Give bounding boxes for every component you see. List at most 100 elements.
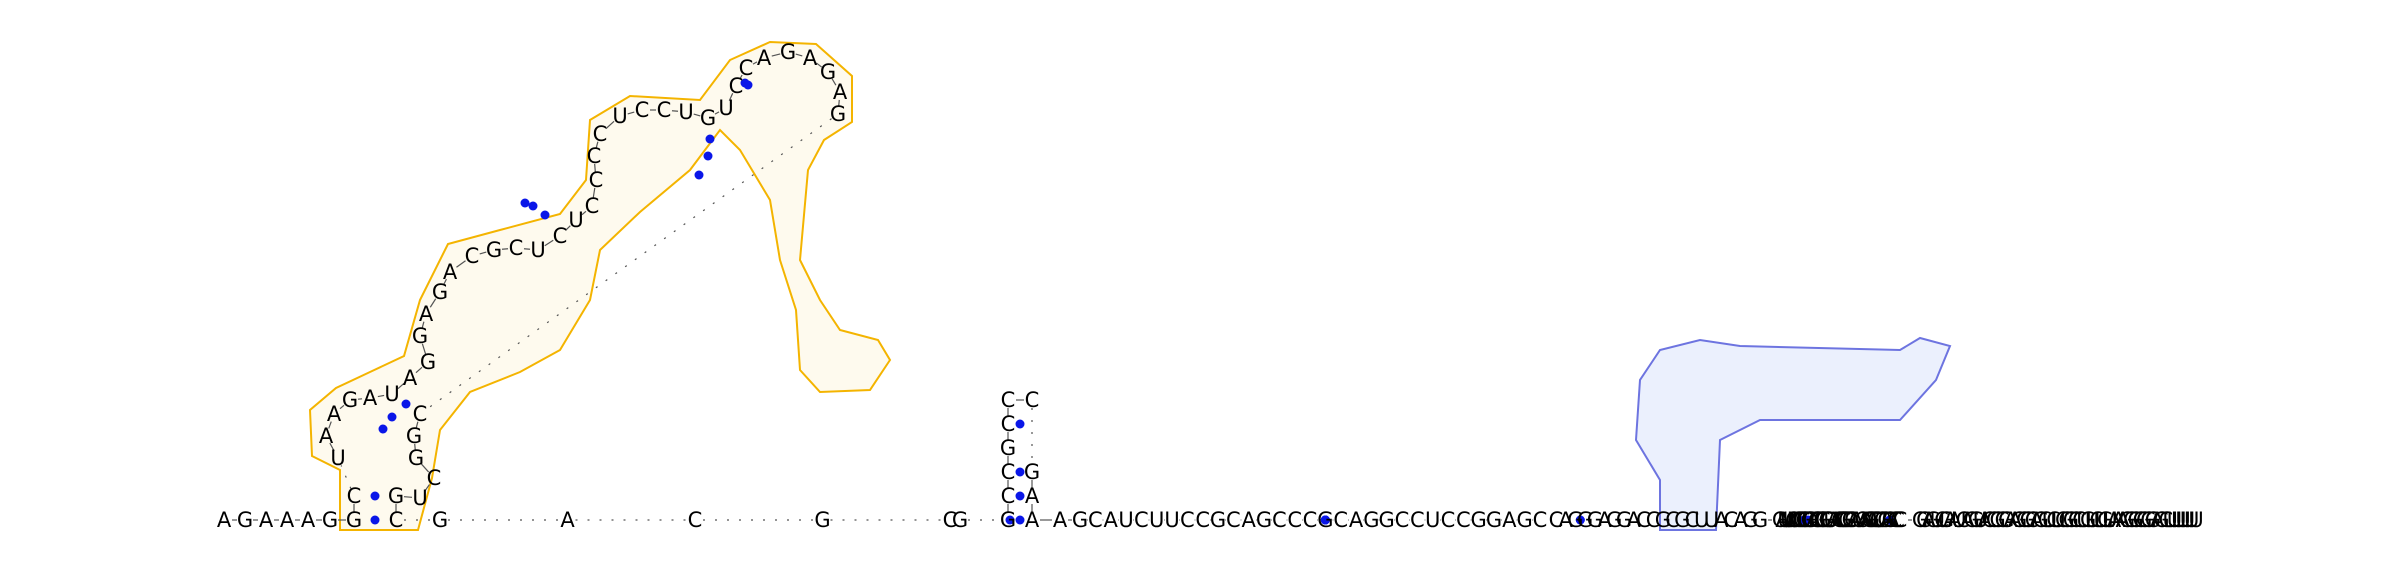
nucleotide: A [2029,508,2044,532]
nucleotide: C [1001,460,1016,484]
base-pair-dot [1885,515,1895,525]
nucleotide: U [718,96,733,120]
nucleotide: G [2020,508,2036,532]
nucleotide: A [833,80,848,104]
nucleotide: G [2080,508,2096,532]
backbone-link [565,225,571,231]
nucleotide: C [739,56,754,80]
nucleotide: C [1854,508,1869,532]
nucleotide: G [1210,508,1226,532]
nucleotide: G [1471,508,1487,532]
backbone-link [838,99,840,107]
nucleotide: U [1823,508,1838,532]
backbone-link [795,53,803,57]
nucleotide: U [2102,508,2117,532]
nucleotide: A [2008,508,2023,532]
backbone-link [693,113,701,117]
backbone-link [581,210,587,216]
nucleotide: C [2038,508,2053,532]
backbone-link [739,74,743,80]
backbone-link [501,248,509,250]
nucleotide: C [1842,508,1857,532]
base-pair-dot [694,170,704,180]
nucleotide: A [1241,508,1256,532]
nucleotide: C [1001,412,1016,436]
nucleotide: C [1456,508,1471,532]
base-pair-dot [401,399,411,409]
nucleotide: U [2167,508,2182,532]
nucleotide: G [814,508,830,532]
base-pair-dot [1015,491,1025,501]
nucleotide: C [2016,508,2031,532]
nucleotide: A [1847,508,1862,532]
nucleotide: C [2068,508,2083,532]
backbone-link [328,421,332,429]
nucleotide: G [1616,508,1632,532]
nucleotide: A [2003,508,2018,532]
backbone-link [397,382,405,390]
backbone-link [627,111,635,115]
nucleotide: A [1733,508,1748,532]
backbone-link [714,111,720,115]
nucleotide: C [1724,508,1739,532]
nucleotide: C [427,466,442,490]
nucleotide: C [1877,508,1892,532]
nucleotide: C [585,194,600,218]
nucleotide: G [2119,508,2135,532]
nucleotide: U [2171,508,2186,532]
nucleotide: U [1118,508,1133,532]
nucleotide: U [678,100,693,124]
nucleotide: C [589,168,604,192]
backbone-link [340,465,352,489]
nucleotide: A [1943,508,1958,532]
backbone-link [421,321,425,329]
nucleotide: A [1559,508,1574,532]
nucleotide: C [1226,508,1241,532]
nucleotide: C [1956,508,1971,532]
backbone-link [377,394,385,398]
nucleotide: G [2123,508,2139,532]
nucleotide: C [509,236,524,260]
nucleotide: G [1968,508,1984,532]
nucleotide: C [1088,508,1103,532]
nucleotide: G [1998,508,2014,532]
nucleotide: U [2180,508,2195,532]
backbone-link [728,93,734,101]
nucleotide: A [1978,508,1993,532]
nucleotide: A [2150,508,2165,532]
nucleotide: C [1814,508,1829,532]
nucleotide: G [2097,508,2113,532]
nucleotide: A [803,46,818,70]
nucleotide: G [408,446,424,470]
base-pair-dot [1015,419,1025,429]
nucleotide: G [1317,508,1333,532]
base-pair-dot [528,201,538,211]
nucleotide: C [1665,508,1680,532]
nucleotide: A [2116,508,2131,532]
nucleotide: U [1777,508,1792,532]
domain-outline-blue-domain [1634,336,1952,531]
nucleotide: U [568,208,583,232]
nucleotide: A [1860,508,1875,532]
nucleotide: C [1934,508,1949,532]
nucleotide: A [1849,508,1864,532]
nucleotide: G [1836,508,1852,532]
nucleotide: A [1829,508,1844,532]
backbone-link [403,496,413,498]
nucleotide: A [1103,508,1118,532]
nucleotide: A [757,46,772,70]
nucleotide: C [1801,508,1816,532]
nucleotide: C [2025,508,2040,532]
nucleotide: G [2033,508,2049,532]
nucleotide: G [1606,508,1622,532]
backbone-link [815,62,823,68]
nucleotide: U [1951,508,1966,532]
nucleotide: G [830,102,846,126]
nucleotide: U [330,446,345,470]
nucleotide: C [1303,508,1318,532]
nucleotide: G [406,424,422,448]
base-pair-dot [520,198,530,208]
nucleotide: C [943,508,958,532]
